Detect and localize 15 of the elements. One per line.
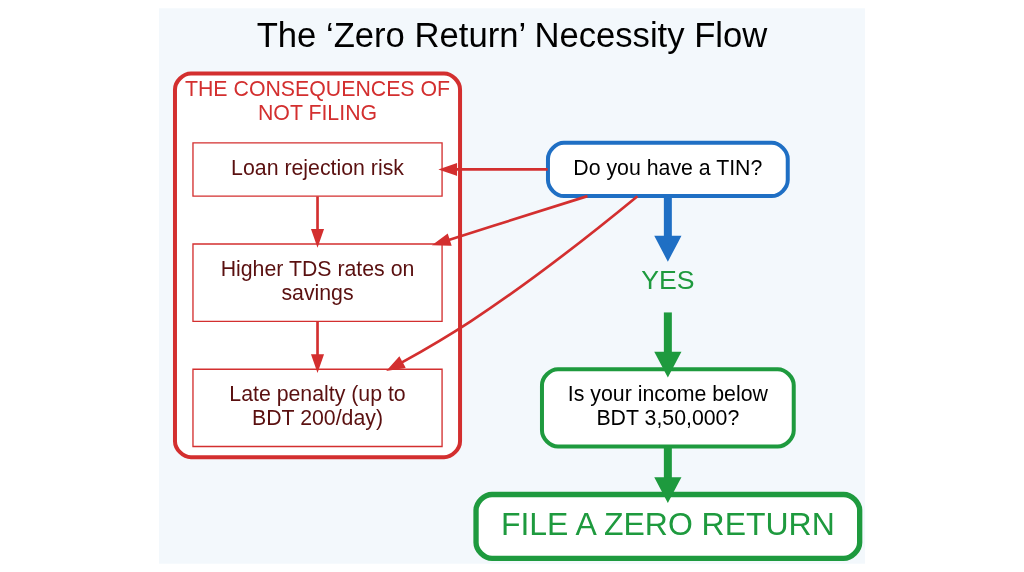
arrow bbox=[438, 162, 548, 176]
node-text: YES bbox=[641, 265, 695, 296]
node-box: Late penalty (up to BDT 200/day) bbox=[192, 368, 443, 448]
node-box: Is your income below BDT 3,50,000? bbox=[539, 367, 796, 449]
node-box: Do you have a TIN? bbox=[545, 140, 790, 199]
arrow bbox=[386, 195, 639, 372]
node-box: Loan rejection risk bbox=[192, 142, 443, 197]
diagram-title: The ‘Zero Return’ Necessity Flow bbox=[256, 15, 768, 54]
arrow bbox=[310, 196, 325, 248]
arrow bbox=[654, 196, 682, 262]
node-box: FILE A ZERO RETURN bbox=[473, 491, 863, 562]
arrow bbox=[431, 194, 588, 246]
node-box: Higher TDS rates on savings bbox=[192, 243, 443, 322]
arrow bbox=[654, 446, 682, 504]
arrow bbox=[310, 321, 325, 373]
